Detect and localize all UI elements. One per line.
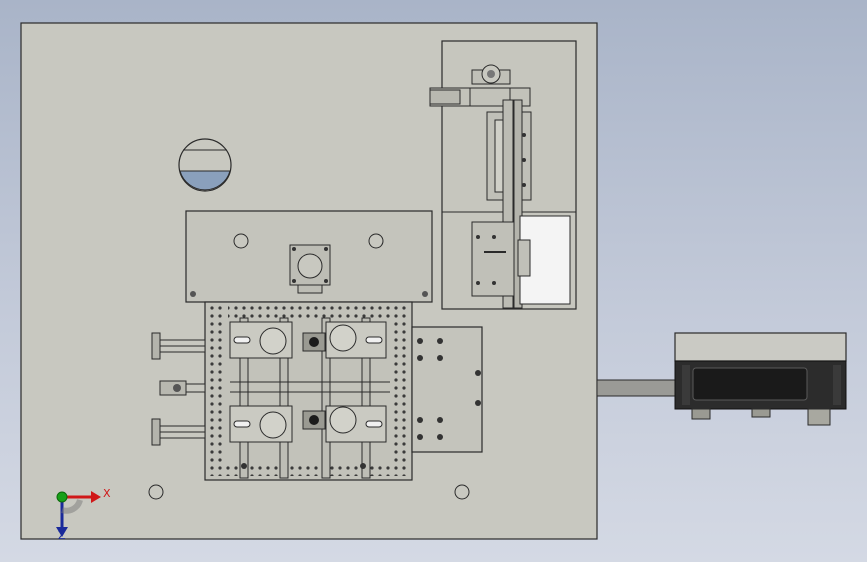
external-control-box	[674, 332, 847, 426]
connecting-rod	[596, 379, 678, 397]
mount-hole-left	[148, 484, 164, 500]
sight-window	[178, 138, 232, 192]
coordinate-triad-icon	[56, 491, 101, 537]
axis-z-label: Z	[58, 529, 66, 542]
right-bracket	[411, 326, 483, 453]
axis-x-label: X	[103, 487, 111, 500]
upper-mount-plate	[185, 210, 433, 303]
center-fixture	[204, 301, 413, 481]
mount-hole-right	[454, 484, 470, 500]
left-cylinders	[151, 332, 206, 446]
right-slide-assembly	[429, 40, 577, 310]
